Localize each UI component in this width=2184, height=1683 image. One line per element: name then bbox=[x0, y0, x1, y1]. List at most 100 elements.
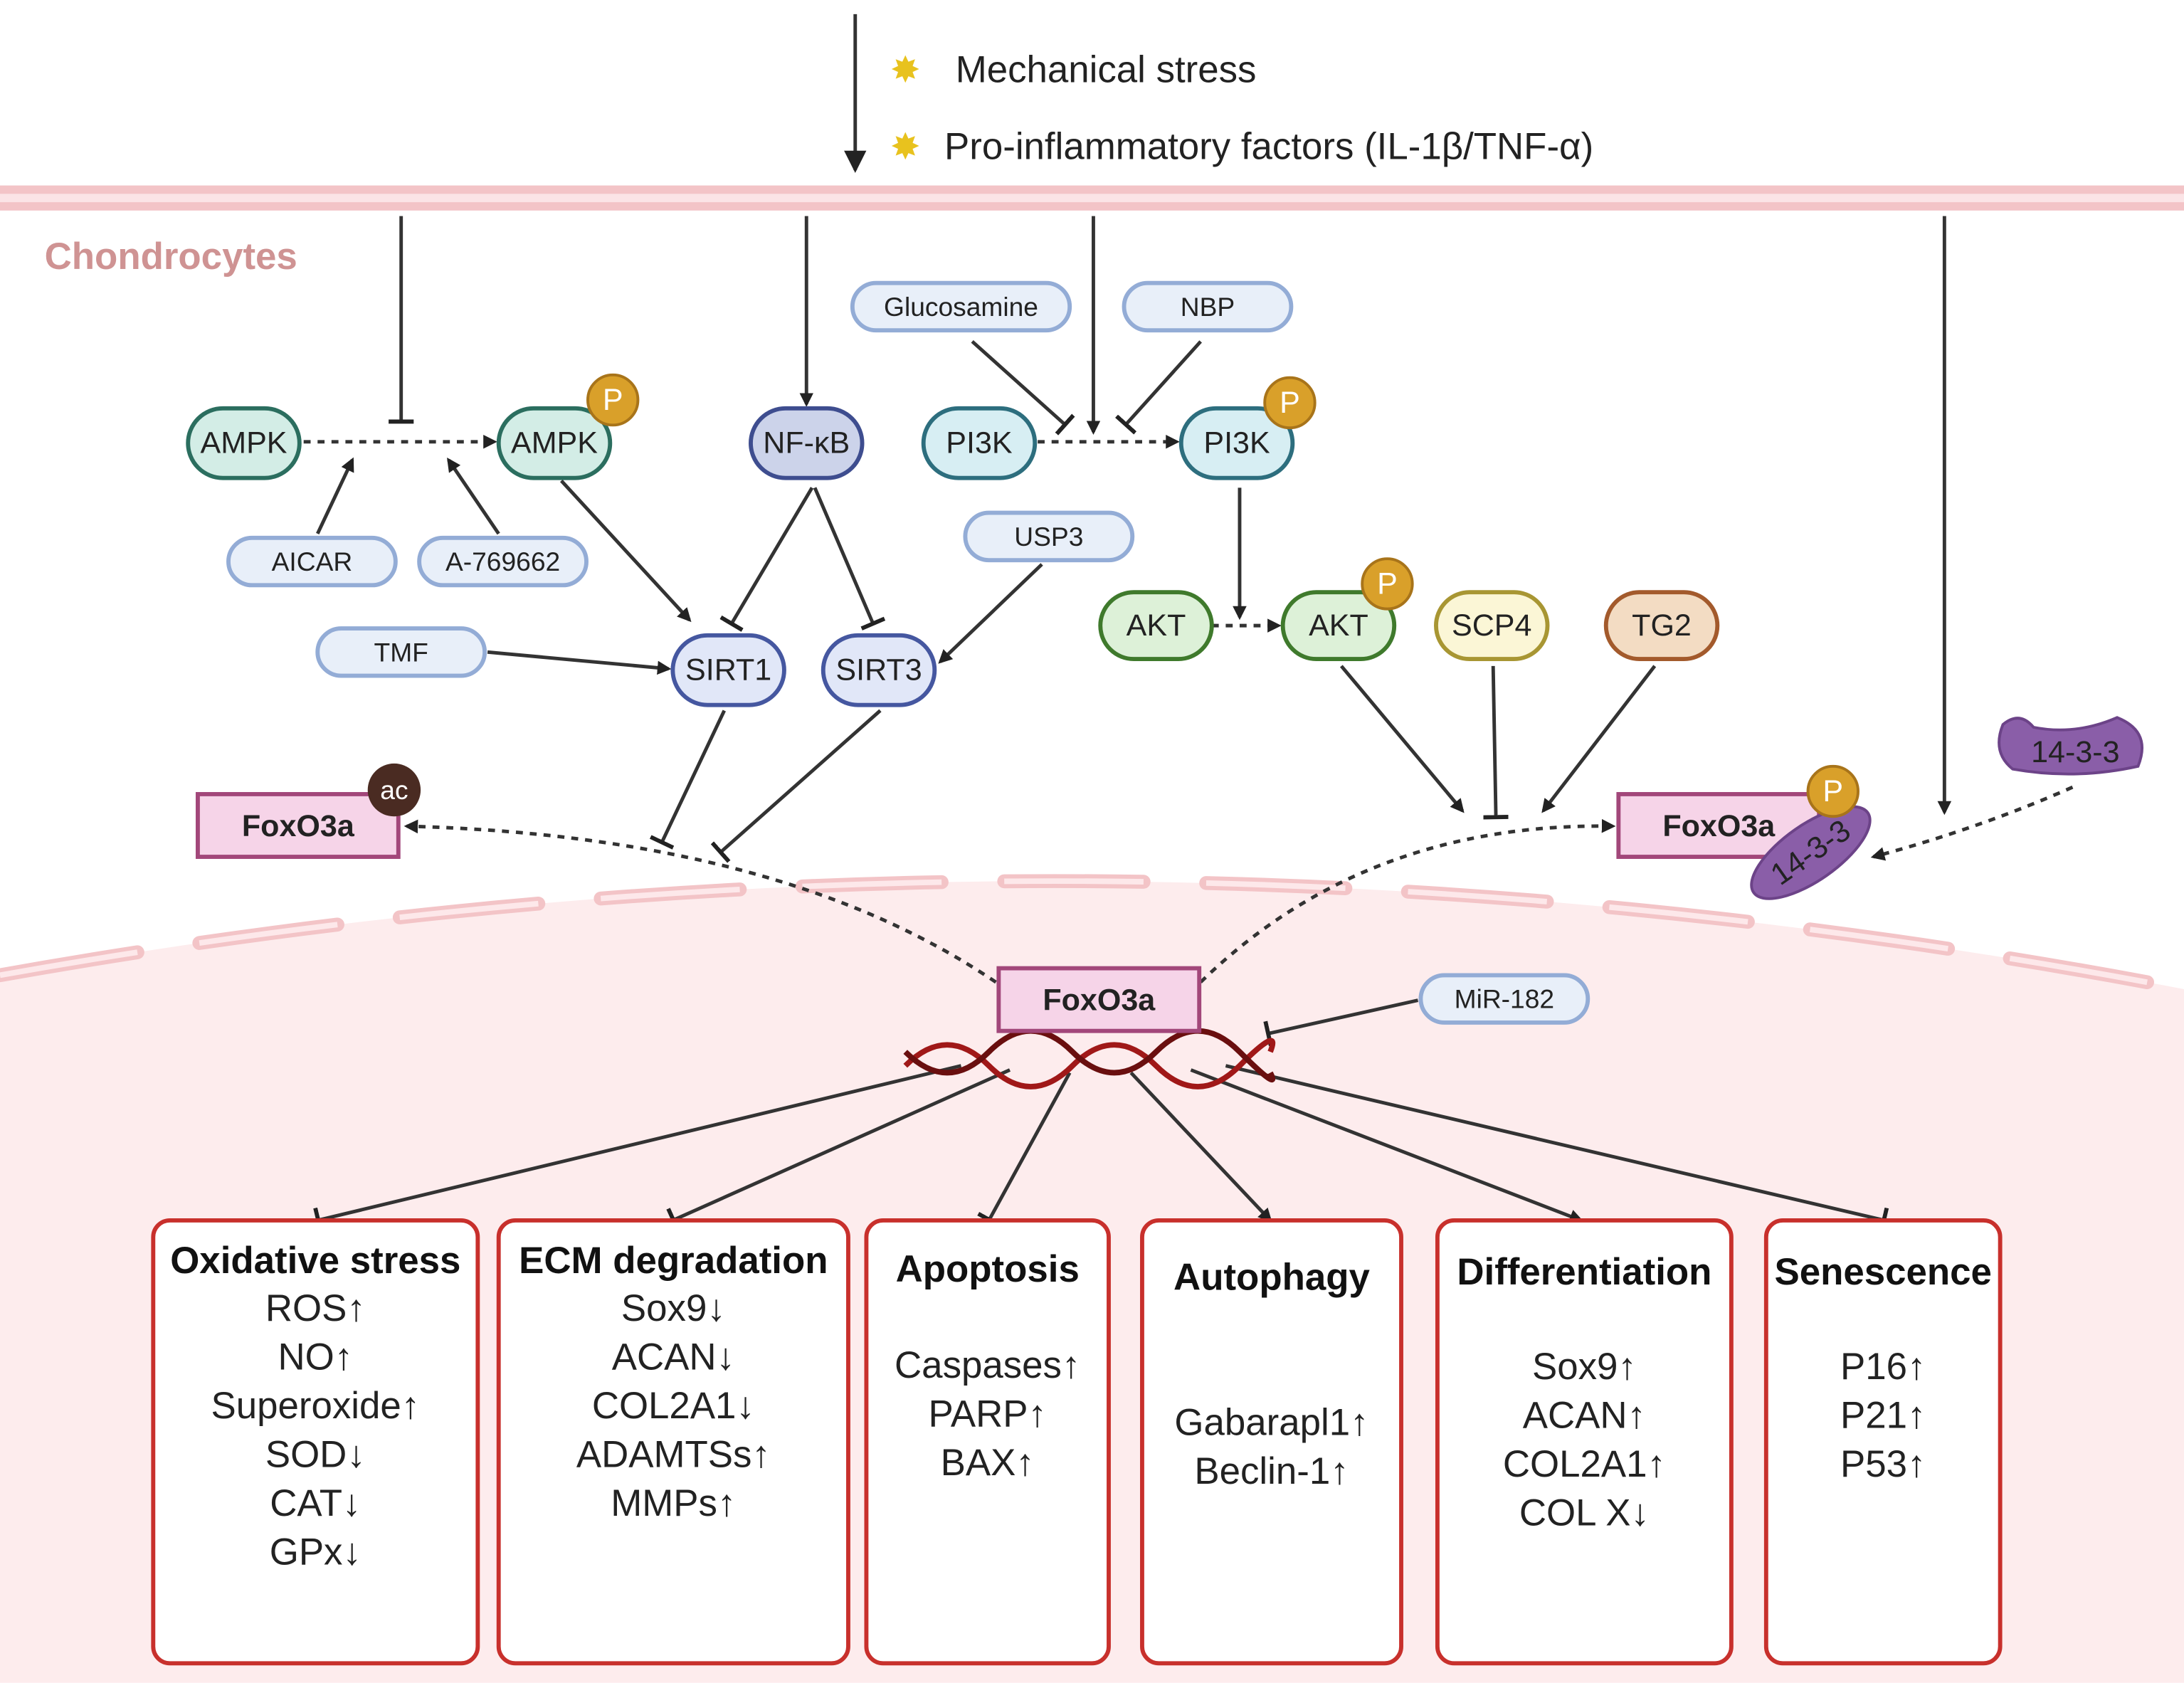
outcome-item: Superoxide↑ bbox=[211, 1385, 420, 1427]
outcome-item: P53↑ bbox=[1840, 1443, 1926, 1485]
phosphate-badge bbox=[1263, 376, 1317, 430]
starburst-icon: ✸ bbox=[890, 126, 921, 167]
outcome-item: MMPs↑ bbox=[611, 1482, 736, 1524]
outcome-item: ACAN↑ bbox=[1523, 1395, 1646, 1437]
outcome-item: PARP↑ bbox=[929, 1393, 1047, 1435]
outcome-item: Gabarapl1↑ bbox=[1174, 1401, 1368, 1443]
node-nfkb: NF-κB bbox=[749, 406, 865, 480]
glucosamine-label: Glucosamine bbox=[884, 292, 1038, 322]
node-ampk: AMPK bbox=[186, 406, 302, 480]
tmf-label: TMF bbox=[374, 637, 428, 667]
foxo3a-acetylated: FoxO3a ac bbox=[195, 763, 421, 859]
pi3k-p-label: PI3K bbox=[1203, 426, 1270, 460]
phosphate-label: P bbox=[1822, 774, 1843, 808]
outcome-box-frame bbox=[1763, 1218, 2003, 1666]
14-3-3-free-label: 14-3-3 bbox=[2031, 735, 2119, 769]
nuclear-envelope-inner bbox=[0, 878, 2184, 992]
node-ampk-phospho: AMPK P bbox=[496, 373, 640, 480]
outcome-item: COL X↓ bbox=[1519, 1492, 1650, 1534]
phosphate-label: P bbox=[1377, 566, 1398, 601]
node-akt-phospho: AKT P bbox=[1280, 557, 1414, 662]
node-usp3: USP3 bbox=[963, 510, 1135, 563]
outcome-box-frame bbox=[1435, 1218, 1734, 1666]
node-akt: AKT bbox=[1098, 590, 1214, 662]
aicar-label: AICAR bbox=[272, 547, 353, 576]
acetyl-label: ac bbox=[380, 775, 408, 805]
phosphate-badge bbox=[1361, 557, 1414, 611]
outcome-title: Differentiation bbox=[1457, 1251, 1711, 1293]
ampk-p-label: AMPK bbox=[511, 426, 598, 460]
starburst-icon: ✸ bbox=[890, 50, 921, 90]
acetyl-badge bbox=[367, 763, 421, 817]
outcome-item: COL2A1↓ bbox=[592, 1385, 755, 1427]
outcome-title: Autophagy bbox=[1173, 1257, 1370, 1299]
outcome-title: Oxidative stress bbox=[170, 1240, 460, 1282]
outcome-item: COL2A1↑ bbox=[1503, 1443, 1666, 1485]
drug-aicar: AICAR bbox=[226, 535, 398, 588]
node-sirt1: SIRT1 bbox=[670, 633, 786, 707]
outcome-item: GPx↓ bbox=[270, 1531, 362, 1573]
phosphate-label: P bbox=[1280, 386, 1300, 420]
mechanical-stress-label: Mechanical stress bbox=[956, 49, 1257, 91]
protein-14-3-3-free: 14-3-3 bbox=[1998, 716, 2143, 776]
outcome-item: Sox9↑ bbox=[1532, 1346, 1637, 1388]
outcome-item: P16↑ bbox=[1840, 1346, 1926, 1388]
akt-p-label: AKT bbox=[1309, 608, 1368, 643]
tg2-label: TG2 bbox=[1632, 608, 1692, 643]
outcome-item: ACAN↓ bbox=[612, 1336, 735, 1378]
nbp-label: NBP bbox=[1181, 292, 1235, 322]
node-sirt3: SIRT3 bbox=[821, 633, 937, 707]
outcome-box-frame bbox=[151, 1218, 480, 1666]
node-pi3k-phospho: PI3K P bbox=[1178, 376, 1317, 480]
outcome-title: ECM degradation bbox=[519, 1240, 828, 1282]
outcome-title: Senescence bbox=[1775, 1251, 1992, 1293]
outcome-box-frame bbox=[864, 1218, 1111, 1666]
outcome-box-frame bbox=[496, 1218, 850, 1666]
inflammatory-factors-label: Pro-inflammatory factors (IL-1β/TNF-α) bbox=[944, 125, 1593, 167]
outcome-item: ROS↑ bbox=[265, 1287, 366, 1329]
outcome-item: NO↑ bbox=[278, 1336, 353, 1378]
outcome-item: Caspases↑ bbox=[895, 1344, 1080, 1386]
foxo3a-p-label: FoxO3a bbox=[1662, 809, 1776, 843]
pi3k-label: PI3K bbox=[946, 426, 1013, 460]
usp3-label: USP3 bbox=[1014, 522, 1083, 552]
phosphate-label: P bbox=[603, 383, 623, 417]
scp4-label: SCP4 bbox=[1452, 608, 1531, 643]
protein-14-3-3-bound: 14-3-3 bbox=[1750, 805, 1872, 900]
outcome-box-ecm-degradation: ECM degradationSox9↓ACAN↓COL2A1↓ADAMTSs↑… bbox=[496, 1218, 850, 1666]
node-tg2: TG2 bbox=[1603, 590, 1720, 662]
pathway-edges bbox=[303, 216, 2074, 1233]
sirt1-label: SIRT1 bbox=[685, 653, 771, 687]
cell-label: Chondrocytes bbox=[45, 236, 297, 278]
node-mir182: MiR-182 bbox=[1418, 973, 1590, 1025]
outcome-title: Apoptosis bbox=[896, 1248, 1080, 1290]
outcome-item: SOD↓ bbox=[265, 1433, 366, 1475]
foxo3a-nuc-label: FoxO3a bbox=[1043, 983, 1156, 1018]
drug-tmf: TMF bbox=[315, 626, 487, 678]
foxo3a-nuclear: FoxO3a bbox=[996, 966, 1202, 1033]
cell-membrane-inner bbox=[0, 194, 2184, 203]
sirt3-label: SIRT3 bbox=[835, 653, 922, 687]
drug-a769662: A-769662 bbox=[417, 535, 589, 588]
drug-nbp: NBP bbox=[1122, 280, 1294, 333]
outcome-item: CAT↓ bbox=[270, 1482, 361, 1524]
node-scp4: SCP4 bbox=[1434, 590, 1550, 662]
outcome-item: Beclin-1↑ bbox=[1194, 1450, 1349, 1492]
outcome-item: BAX↑ bbox=[941, 1442, 1035, 1484]
foxo3a-ac-label: FoxO3a bbox=[242, 809, 355, 843]
outcome-item: Sox9↓ bbox=[621, 1287, 726, 1329]
outcome-box-frame bbox=[1140, 1218, 1403, 1666]
a769662-label: A-769662 bbox=[445, 547, 560, 576]
nfkb-label: NF-κB bbox=[763, 426, 850, 460]
phosphate-badge bbox=[1806, 764, 1859, 818]
phosphate-badge bbox=[586, 373, 640, 427]
akt-label: AKT bbox=[1127, 608, 1186, 643]
drug-glucosamine: Glucosamine bbox=[850, 280, 1072, 333]
ampk-label: AMPK bbox=[201, 426, 287, 460]
